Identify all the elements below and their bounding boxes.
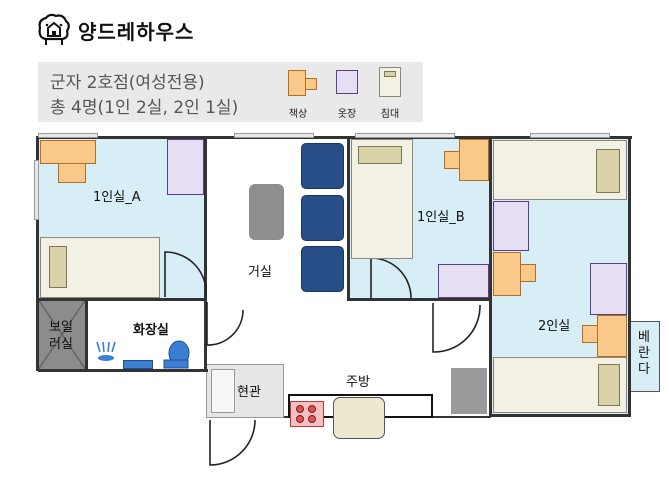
legend-wardrobe-label: 옷장: [337, 109, 357, 120]
window: [355, 133, 455, 138]
shower-icon: [92, 340, 122, 362]
wardrobe: [493, 201, 529, 251]
room-label-bathroom: 화장실: [133, 323, 169, 338]
kitchen-sink: [333, 397, 385, 439]
table: [249, 184, 284, 240]
chair: [520, 264, 536, 282]
entrance: [206, 364, 284, 418]
bed: [493, 357, 627, 413]
legend-wardrobe-icon: [336, 70, 358, 94]
legend-bed-label: 침대: [380, 109, 400, 120]
desk: [493, 252, 521, 296]
chair: [582, 325, 598, 343]
sofa: [301, 143, 344, 189]
room-label-entrance: 현관: [237, 385, 261, 400]
wall-a-right: [204, 136, 207, 300]
wardrobe: [590, 263, 627, 315]
window: [234, 133, 314, 138]
refrigerator: [451, 368, 487, 414]
brand-name: 양드레하우스: [78, 19, 195, 44]
wardrobe: [167, 139, 204, 195]
room-label-kitchen: 주방: [346, 375, 370, 390]
branch-info: 군자 2호점(여성전용): [50, 73, 205, 93]
boiler-room: [38, 299, 86, 370]
chair: [444, 151, 460, 169]
legend-bed-icon: [379, 67, 401, 97]
sheep-house-icon: [36, 12, 72, 48]
wall-bath-right: [204, 300, 207, 372]
room-label-boiler: 보일러실: [49, 320, 73, 352]
sink: [123, 360, 153, 369]
room-label-living: 거실: [248, 265, 272, 280]
desk: [40, 140, 96, 164]
wall-top: [38, 136, 632, 139]
wall-right: [628, 136, 631, 416]
wall-b-bottom: [347, 298, 491, 301]
window: [38, 133, 98, 138]
room-label-double: 2인실: [538, 319, 571, 334]
wall-b-left: [347, 136, 350, 301]
wall-bath-bottom: [38, 369, 208, 372]
occupancy-info: 총 4명(1인 2실, 2인 1실): [50, 98, 239, 118]
wall-left: [36, 136, 39, 371]
wall-b-right: [489, 136, 492, 416]
sofa: [301, 195, 344, 241]
wall-double-bottom: [489, 414, 631, 417]
room-label-balcony: 베란다: [638, 330, 650, 377]
desk: [459, 139, 489, 181]
stove-icon: [290, 401, 324, 427]
room-label-single-b: 1인실_B: [417, 210, 465, 225]
info-panel: 군자 2호점(여성전용) 총 4명(1인 2실, 2인 1실) 책상 옷장 침대: [38, 62, 423, 122]
window: [34, 160, 39, 220]
toilet-icon: [160, 340, 192, 369]
bed: [493, 140, 627, 200]
balcony: [629, 321, 660, 392]
sofa: [301, 246, 344, 292]
bed: [40, 237, 160, 298]
chair: [58, 163, 86, 183]
window: [530, 133, 610, 138]
legend-desk-label: 책상: [288, 109, 308, 120]
desk: [597, 315, 627, 357]
wall-a-bottom: [38, 298, 206, 301]
legend-desk-icon: [288, 70, 317, 96]
wall-boiler-right: [85, 300, 88, 370]
brand-header: 양드레하우스: [36, 10, 194, 50]
wardrobe: [438, 264, 489, 298]
bed: [351, 139, 413, 259]
room-label-single-a: 1인실_A: [93, 190, 141, 205]
